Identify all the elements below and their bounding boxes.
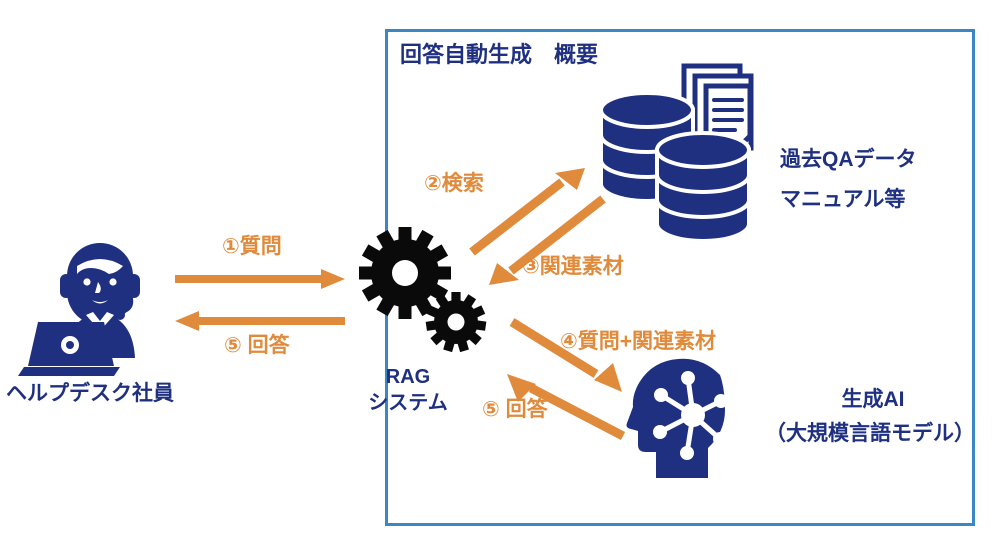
rag-label-line1: RAG [385, 366, 431, 388]
flow-6-arrow [175, 310, 345, 332]
flow-3-label: ③関連素材 [522, 255, 624, 278]
panel-title: 回答自動生成 概要 [400, 42, 599, 67]
flow-2-label: ②検索 [424, 172, 484, 195]
flow-4-arrow [509, 318, 630, 396]
helpdesk-label: ヘルプデスク社員 [6, 382, 174, 405]
gears-icon [352, 227, 487, 353]
flow-5-arrow [495, 370, 626, 440]
rag-label-line2: システム [368, 392, 448, 414]
knowledge-label-line1: 過去QAデータ [780, 148, 917, 171]
flow-6-label: ⑤ 回答 [224, 334, 290, 357]
ai-head-icon [625, 353, 743, 478]
helpdesk-operator-icon [18, 230, 180, 380]
database-documents-icon [585, 58, 775, 243]
genai-label-line1: 生成AI [841, 388, 905, 411]
flow-1-arrow [175, 268, 345, 290]
flow-3-arrow [485, 195, 606, 285]
genai-label-line2: （大規模言語モデル） [765, 422, 975, 445]
flow-2-arrow [469, 168, 590, 258]
flow-5-label: ⑤ 回答 [482, 398, 548, 421]
knowledge-label-line2: マニュアル等 [780, 188, 906, 211]
flow-1-label: ①質問 [222, 235, 282, 258]
flow-4-label: ④質問+関連素材 [560, 330, 717, 353]
